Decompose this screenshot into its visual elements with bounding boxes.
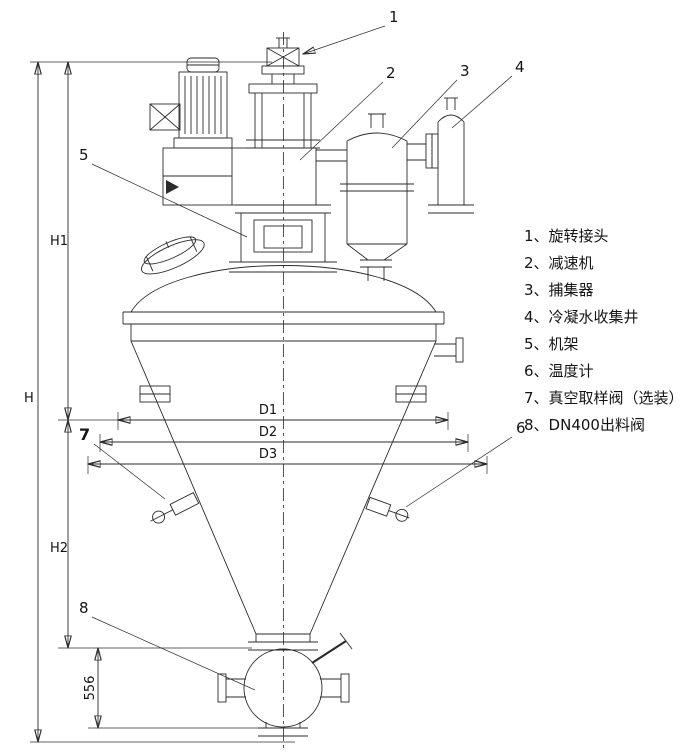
- dim-D2-label: D2: [259, 425, 277, 440]
- dim-D1-label: D1: [259, 403, 277, 418]
- cone-wall-right: [309, 340, 437, 635]
- dim-H1-label: H1: [50, 234, 68, 249]
- cone-wall-left: [130, 340, 257, 635]
- legend-item-1: 1、旋转接头: [524, 227, 609, 245]
- manhole: [140, 236, 205, 275]
- callout-5: 5: [79, 146, 89, 164]
- legend-item-5: 5、机架: [524, 335, 579, 353]
- legend-item-2: 2、减速机: [524, 254, 594, 272]
- callout-8: 8: [79, 599, 89, 617]
- callout-7: 7: [79, 425, 90, 444]
- top-dome: [130, 265, 437, 313]
- part-callouts: 1 2 3 4 5 6 7 8: [79, 8, 526, 691]
- dim-556-label: 556: [83, 676, 98, 701]
- legend-item-3: 3、捕集器: [524, 281, 594, 299]
- legend-item-7: 7、真空取样阀（选装）: [524, 389, 684, 407]
- legend-item-8: 8、DN400出料阀: [524, 416, 645, 434]
- legend: 1、旋转接头 2、减速机 3、捕集器 4、冷凝水收集井 5、机架 6、温度计 7…: [524, 227, 684, 434]
- legend-item-4: 4、冷凝水收集井: [524, 308, 639, 326]
- dimension-lines-diameter: D1 D2 D3: [88, 403, 487, 474]
- thermometer: [365, 496, 410, 522]
- callout-6: 6: [516, 419, 526, 437]
- dim-H2-label: H2: [50, 541, 68, 556]
- vapor-trap: [316, 113, 414, 281]
- valve-body: [243, 648, 323, 728]
- callout-1: 1: [389, 8, 399, 26]
- motor: [173, 57, 233, 149]
- callout-2: 2: [386, 64, 396, 82]
- dimension-lines-vertical: H H1 H2 556: [24, 62, 295, 742]
- rotary-joint: [261, 37, 305, 84]
- callout-4: 4: [515, 58, 525, 76]
- terminal-box: [149, 103, 181, 131]
- gear-reducer: [162, 147, 317, 206]
- support-frame: [229, 204, 337, 273]
- legend-item-6: 6、温度计: [524, 362, 594, 380]
- vessel-shell: [122, 265, 464, 651]
- side-nozzle-flange: [455, 337, 464, 363]
- vacuum-column: [246, 83, 320, 149]
- dim-D3-label: D3: [259, 447, 277, 462]
- dim-H-label: H: [24, 391, 34, 406]
- discharge-ball-valve: [217, 632, 353, 737]
- sampling-valve: [150, 492, 200, 524]
- callout-3: 3: [460, 62, 470, 80]
- condensate-collector: [407, 97, 474, 214]
